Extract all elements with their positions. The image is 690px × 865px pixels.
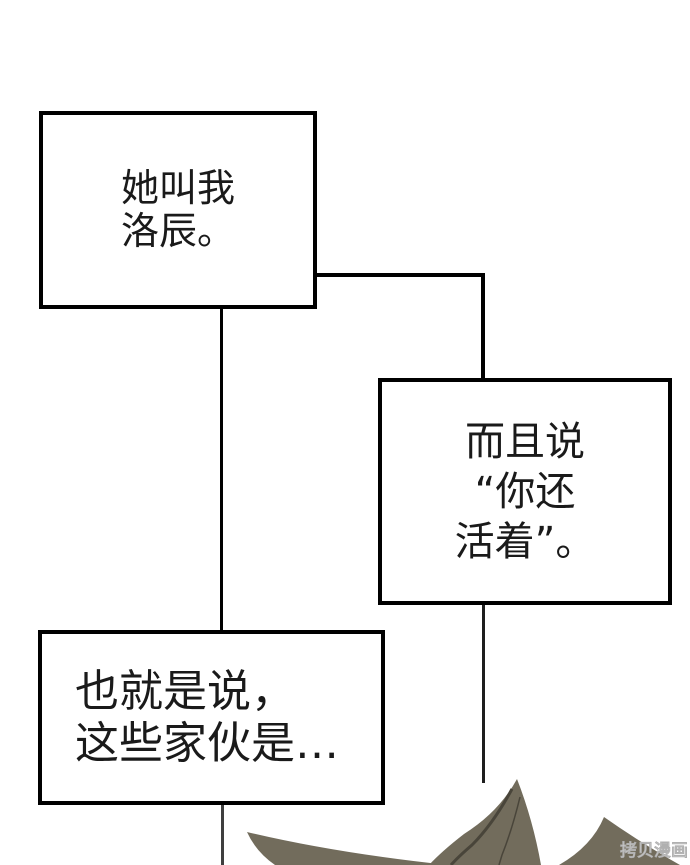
hair-spike-left xyxy=(247,832,448,865)
speech-box-1: 她叫我 洛辰。 xyxy=(39,111,317,309)
speech-box-3: 也就是说， 这些家伙是… xyxy=(38,630,385,805)
speech-line: 这些家伙是… xyxy=(75,717,339,769)
hair-spike-center-crease xyxy=(449,788,514,865)
speech-box-2-text: 而且说 “你还 活着”。 xyxy=(382,417,668,567)
hair-spike-center xyxy=(429,779,541,865)
speech-line: “你还 xyxy=(474,468,576,515)
speech-line: 活着”。 xyxy=(454,518,596,565)
connector-vertical-below-bubble2 xyxy=(482,603,485,783)
speech-box-2: 而且说 “你还 活着”。 xyxy=(378,378,672,605)
connector-vertical-bubble1-to-bubble3 xyxy=(220,306,223,632)
speech-line: 她叫我 xyxy=(120,166,235,210)
speech-line: 洛辰。 xyxy=(120,209,235,253)
connector-vertical-into-bubble2 xyxy=(481,273,485,380)
hair-spike-center-crease-2 xyxy=(498,796,521,865)
connector-vertical-below-bubble3 xyxy=(221,803,224,865)
connector-horizontal-bubble1-to-bubble2 xyxy=(315,273,485,277)
speech-box-3-text: 也就是说， 这些家伙是… xyxy=(75,666,381,770)
speech-line: 而且说 xyxy=(465,418,585,465)
watermark-text: 拷贝漫画 xyxy=(620,841,689,862)
speech-line: 也就是说， xyxy=(75,665,295,717)
speech-box-1-text: 她叫我 洛辰。 xyxy=(121,167,235,253)
